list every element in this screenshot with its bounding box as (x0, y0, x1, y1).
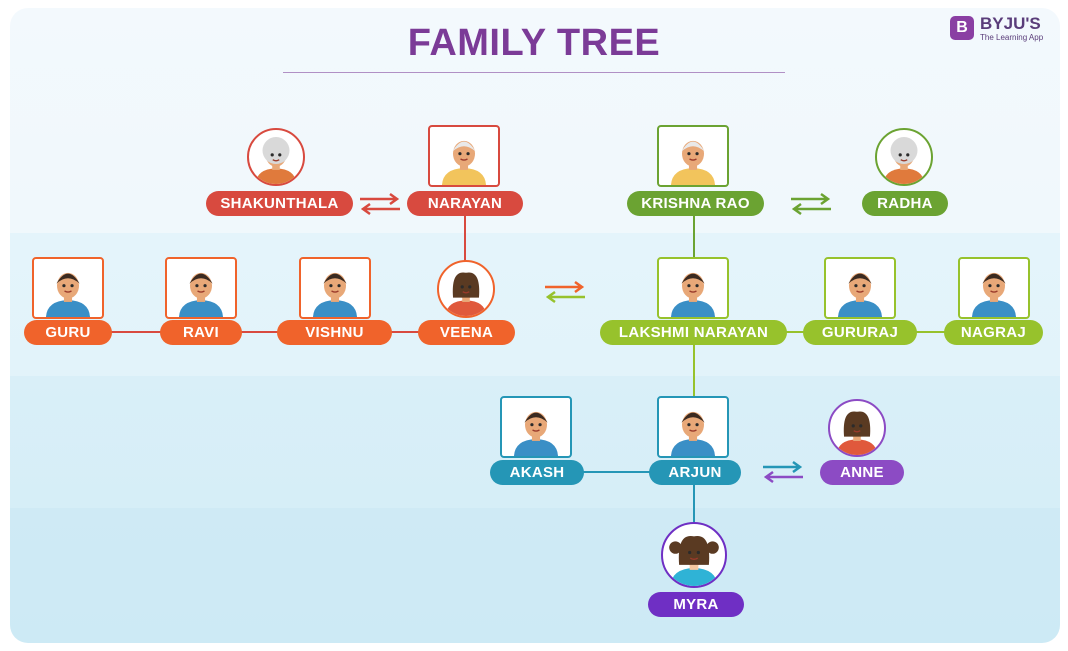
name-label: KRISHNA RAO (627, 191, 764, 216)
brand-tagline: The Learning App (980, 33, 1044, 42)
man-icon (299, 257, 371, 319)
name-label: NARAYAN (407, 191, 523, 216)
spouse-arrows-krishna-radha (788, 191, 834, 217)
woman-icon (828, 399, 886, 457)
name-label: RAVI (160, 320, 242, 345)
name-label: GURU (24, 320, 112, 345)
name-label: SHAKUNTHALA (206, 191, 353, 216)
title-underline (283, 72, 785, 73)
brand-mark: B (950, 16, 974, 40)
man-icon (657, 257, 729, 319)
woman-icon (437, 260, 495, 318)
name-label: VEENA (418, 320, 515, 345)
name-label: AKASH (490, 460, 584, 485)
page-title: FAMILY TREE (407, 22, 661, 64)
grandfather-icon (428, 125, 500, 187)
name-label: ARJUN (649, 460, 741, 485)
name-label: MYRA (648, 592, 744, 617)
girl-icon (661, 522, 727, 588)
spouse-arrows-veena-lakshmi (542, 279, 588, 305)
man-icon (958, 257, 1030, 319)
spouse-arrows-shakunthala-narayan (357, 191, 403, 217)
man-icon (32, 257, 104, 319)
man-icon (165, 257, 237, 319)
name-label: RADHA (862, 191, 948, 216)
name-label: ANNE (820, 460, 904, 485)
man-icon (824, 257, 896, 319)
grandmother-icon (875, 128, 933, 186)
name-label: GURURAJ (803, 320, 917, 345)
grandfather-icon (657, 125, 729, 187)
spouse-arrows-arjun-anne (760, 459, 806, 485)
man-icon (500, 396, 572, 458)
name-label: NAGRAJ (944, 320, 1043, 345)
name-label: VISHNU (277, 320, 392, 345)
brand-name: BYJU'S (980, 14, 1041, 33)
grandmother-icon (247, 128, 305, 186)
man-icon (657, 396, 729, 458)
name-label: LAKSHMI NARAYAN (600, 320, 787, 345)
